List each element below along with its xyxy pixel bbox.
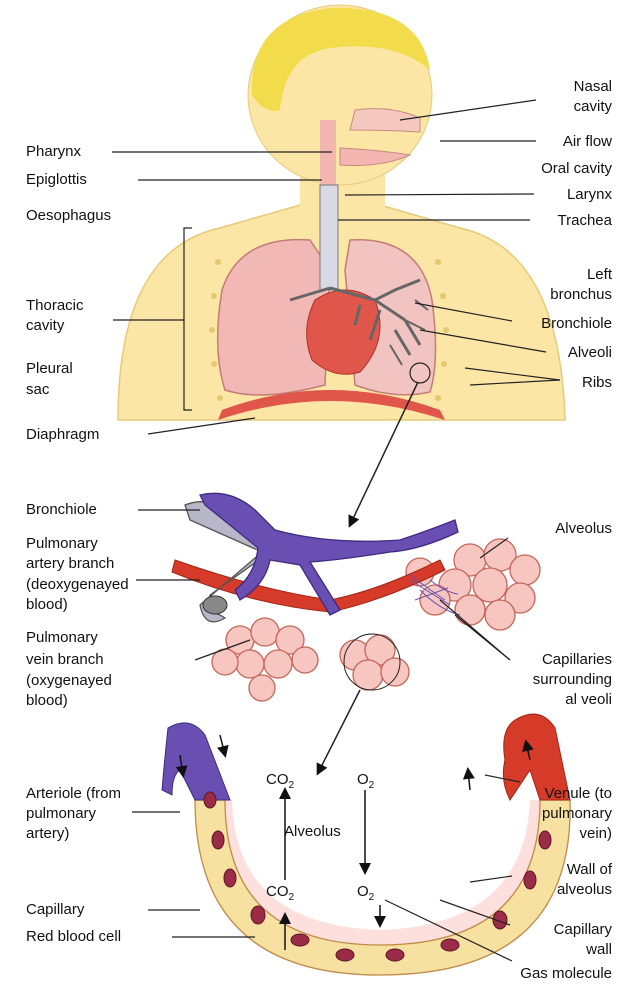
label-arteriole-3: artery) [26,824,69,843]
label-red-blood-cell: Red blood cell [26,927,121,946]
label-pa-4: blood) [26,595,68,614]
label-venule-1: Venule (to [544,784,612,803]
label-pharynx: Pharynx [26,142,81,161]
label-venule-2: pulmonary [542,804,612,823]
label-sac: sac [26,380,49,399]
label-wall-of: Wall of [567,860,612,879]
label-bronchiole-mid: Bronchiole [26,500,97,519]
label-o2-bottom: O2 [357,882,374,907]
label-bronchiole-top: Bronchiole [541,314,612,333]
label-wall-alveolus: alveolus [557,880,612,899]
label-alveoli: Alveoli [568,343,612,362]
label-capillary-wall-2: wall [586,940,612,959]
label-bronchus: bronchus [550,285,612,304]
label-trachea: Trachea [558,211,612,230]
label-pa-2: artery branch [26,554,114,573]
arteriole-end [162,723,230,800]
zoom-arrow-2 [318,690,360,773]
label-capillary-wall-1: Capillary [554,920,612,939]
label-oral-cavity: Oral cavity [541,159,612,178]
trachea-tube [320,185,338,290]
label-epiglottis: Epiglottis [26,170,87,189]
label-oesophagus: Oesophagus [26,206,111,225]
pulmonary-artery-branch [200,493,458,615]
label-diaphragm: Diaphragm [26,425,99,444]
label-nasal: Nasal [574,77,612,96]
label-o2-top: O2 [357,770,374,795]
label-alveolus-bottom: Alveolus [284,822,341,841]
label-thoracic: Thoracic [26,296,84,315]
label-nasal-cavity: cavity [574,97,612,116]
label-alveolus-mid: Alveolus [555,519,612,538]
label-pa-1: Pulmonary [26,534,98,553]
label-pa-3: (deoxygenayed [26,575,129,594]
label-arteriole-1: Arteriole (from [26,784,121,803]
label-ribs: Ribs [582,373,612,392]
label-capillaries: Capillaries [542,650,612,669]
pharynx-tube [320,120,336,190]
label-larynx: Larynx [567,185,612,204]
label-pv-1: Pulmonary [26,628,98,647]
label-pv-2: vein branch [26,650,104,669]
label-co2-top: CO2 [266,770,294,795]
label-pleural: Pleural [26,359,73,378]
label-capillary: Capillary [26,900,84,919]
label-surrounding: surrounding [533,670,612,689]
label-gas-molecule: Gas molecule [520,964,612,983]
label-cavity: cavity [26,316,64,335]
label-co2-bottom: CO2 [266,882,294,907]
label-pv-3: (oxygenayed [26,671,112,690]
label-air-flow: Air flow [563,132,612,151]
label-venule-3: vein) [579,824,612,843]
label-alveoli-mid: al veoli [565,690,612,709]
label-left: Left [587,265,612,284]
label-pv-4: blood) [26,691,68,710]
bronchiole-opening [203,596,227,614]
label-arteriole-2: pulmonary [26,804,96,823]
